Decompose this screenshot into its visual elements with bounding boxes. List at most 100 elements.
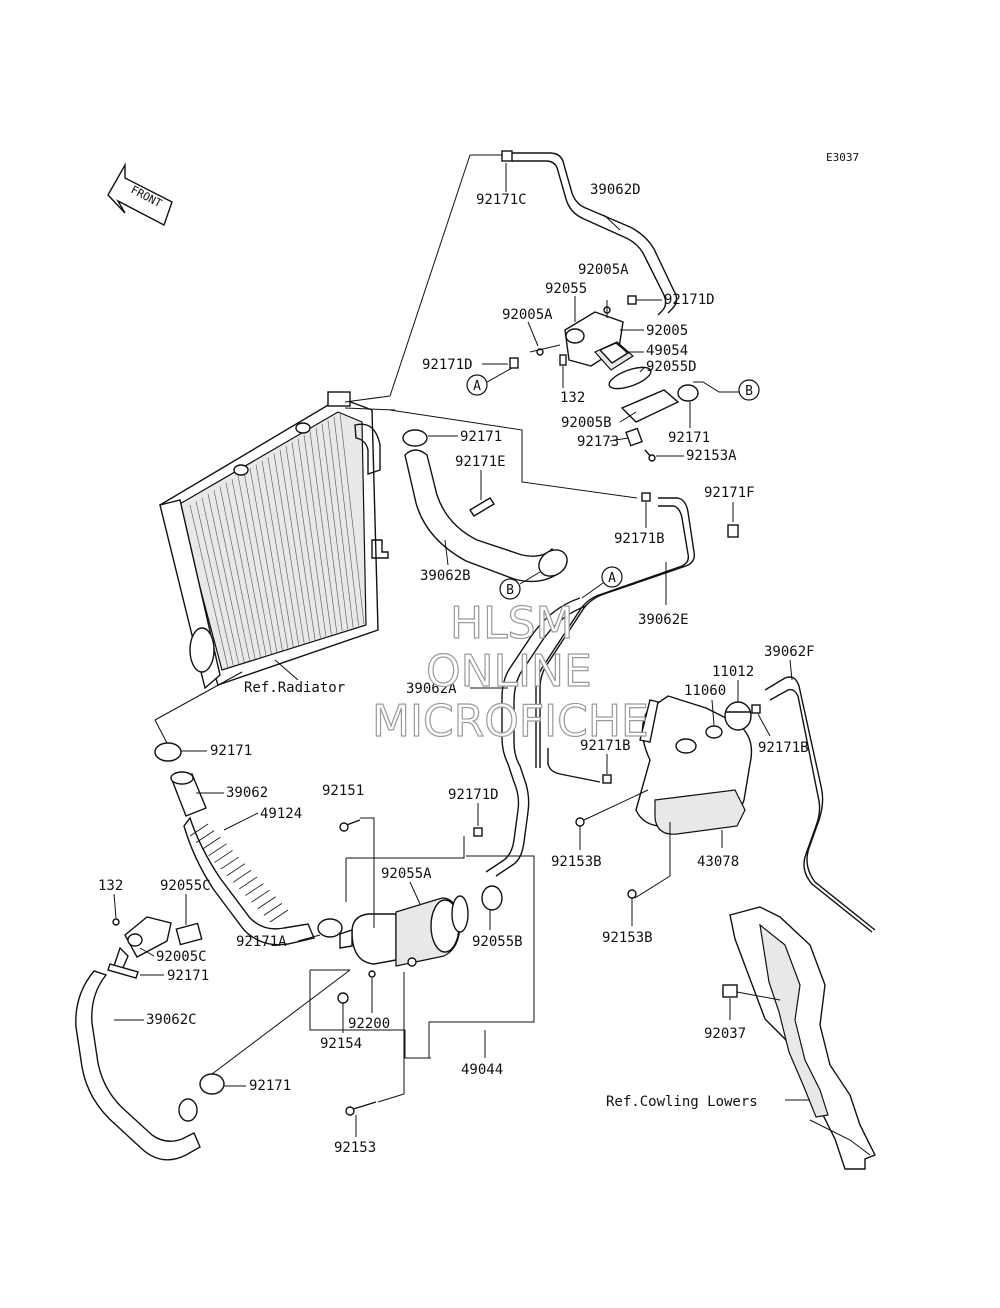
clamp-92171-lower: [154, 742, 182, 762]
label-92171f: 92171F: [704, 485, 755, 501]
label-92154: 92154: [320, 1036, 362, 1052]
radiator-core-fins: [189, 412, 365, 669]
label-49124: 49124: [260, 806, 302, 822]
label-92005: 92005: [646, 323, 688, 339]
clip-92171f: [727, 524, 739, 538]
label-92171d-pump: 92171D: [448, 787, 499, 803]
svg-text:A: A: [473, 379, 481, 394]
plug-132: [559, 354, 567, 366]
label-49054: 49054: [646, 343, 688, 359]
label-92171-rad: 92171: [460, 429, 502, 445]
clamp-92171b-right: [751, 704, 761, 714]
label-43078: 43078: [697, 854, 739, 870]
label-39062e: 39062E: [638, 612, 689, 628]
label-92171-low2: 92171: [167, 968, 209, 984]
label-92171a: 92171A: [236, 934, 287, 950]
label-92171e: 92171E: [455, 454, 506, 470]
label-92005c: 92005C: [156, 949, 207, 965]
hose-49124: [183, 816, 315, 946]
label-132-top: 132: [560, 390, 585, 406]
clamp-92171b-mid: [641, 492, 651, 502]
hose-39062: [170, 771, 207, 817]
label-39062b: 39062B: [420, 568, 471, 584]
bolt-92151: [339, 819, 361, 832]
label-92171-thermo: 92171: [668, 430, 710, 446]
label-92153a: 92153A: [686, 448, 737, 464]
cap-11012: [724, 701, 752, 731]
hose-39062f: [764, 676, 876, 933]
cowling-lower: [722, 906, 876, 1170]
label-39062: 39062: [226, 785, 268, 801]
svg-text:A: A: [608, 571, 616, 586]
gasket-92055c: [175, 922, 203, 946]
label-92173: 92173: [577, 434, 619, 450]
bolt-92153b-b: [627, 889, 637, 912]
callout-a-top: A: [466, 367, 513, 396]
svg-text:B: B: [506, 583, 514, 598]
label-92171d-top: 92171D: [664, 292, 715, 308]
label-92153b-a: 92153B: [551, 854, 602, 870]
svg-text:ONLINE: ONLINE: [426, 646, 592, 697]
bolt-92154: [337, 992, 349, 1004]
label-11012: 11012: [712, 664, 754, 680]
water-pump-49044: [339, 895, 469, 978]
radiator: [159, 391, 396, 690]
label-92055: 92055: [545, 281, 587, 297]
clamp-92171-low2: [107, 963, 139, 979]
clamp-92171a: [317, 918, 343, 938]
diagram-code: E3037: [826, 151, 859, 164]
hose-39062d: [501, 150, 678, 316]
label-92153b-b: 92153B: [602, 930, 653, 946]
label-39062f: 39062F: [764, 644, 815, 660]
clamp-92171c: [501, 150, 513, 162]
callout-b-lower: B: [499, 571, 541, 600]
clamp-92171d-left: [509, 357, 519, 369]
watermark: HLSM ONLINE MICROFICHE: [371, 597, 649, 747]
label-92055b: 92055B: [472, 934, 523, 950]
reserve-tank-43078: [635, 695, 753, 835]
label-92037: 92037: [704, 1026, 746, 1042]
clamp-92171b-tank: [602, 774, 612, 784]
label-92171b-mid: 92171B: [614, 531, 665, 547]
bolt-132-low: [112, 918, 120, 926]
label-92151: 92151: [322, 783, 364, 799]
bracket-92173: [625, 427, 643, 447]
label-39062c: 39062C: [146, 1012, 197, 1028]
hose-39062e: [535, 497, 696, 768]
label-92153: 92153: [334, 1140, 376, 1156]
thermostat-housing: [509, 295, 699, 462]
label-39062d: 39062D: [590, 182, 641, 198]
label-92055c: 92055C: [160, 878, 211, 894]
label-92005a-top: 92005A: [578, 262, 629, 278]
hose-39062c: [75, 970, 201, 1161]
bolt-92153: [345, 1101, 377, 1116]
label-92171d-left: 92171D: [422, 357, 473, 373]
clip-92037: [722, 984, 738, 998]
washer-92200: [368, 970, 376, 978]
o-ring-92055b: [481, 885, 503, 911]
label-92171b-tank: 92171B: [580, 738, 631, 754]
o-ring-92055d: [608, 366, 652, 390]
clamp-92171d-top: [627, 295, 637, 305]
label-92055a: 92055A: [381, 866, 432, 882]
clamp-92171-thermo: [677, 384, 699, 402]
label-92005b: 92005B: [561, 415, 612, 431]
hose-39062b: [402, 429, 568, 583]
clamp-92171-bottom: [199, 1073, 225, 1095]
label-92171c: 92171C: [476, 192, 527, 208]
label-92171b-right: 92171B: [758, 740, 809, 756]
label-92171-bottom: 92171: [249, 1078, 291, 1094]
label-39062a: 39062A: [406, 681, 457, 697]
label-132-low: 132: [98, 878, 123, 894]
callout-b-top: B: [693, 379, 760, 401]
label-11060: 11060: [684, 683, 726, 699]
label-49044: 49044: [461, 1062, 503, 1078]
label-92171-lower: 92171: [210, 743, 252, 759]
front-arrow-icon: FRONT: [107, 162, 173, 226]
bolt-92153b-a: [575, 789, 649, 838]
callout-a-lower: A: [581, 566, 623, 599]
svg-text:HLSM: HLSM: [450, 598, 574, 649]
svg-text:MICROFICHE: MICROFICHE: [372, 696, 649, 747]
label-92005a-left: 92005A: [502, 307, 553, 323]
